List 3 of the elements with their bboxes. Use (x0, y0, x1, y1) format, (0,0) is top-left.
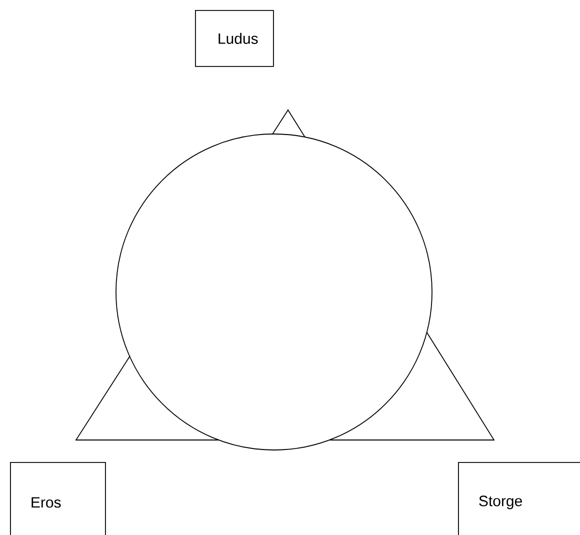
label-box: Ludus (195, 10, 274, 67)
label-box: Storge (458, 462, 580, 535)
label-box: Eros (10, 462, 106, 535)
